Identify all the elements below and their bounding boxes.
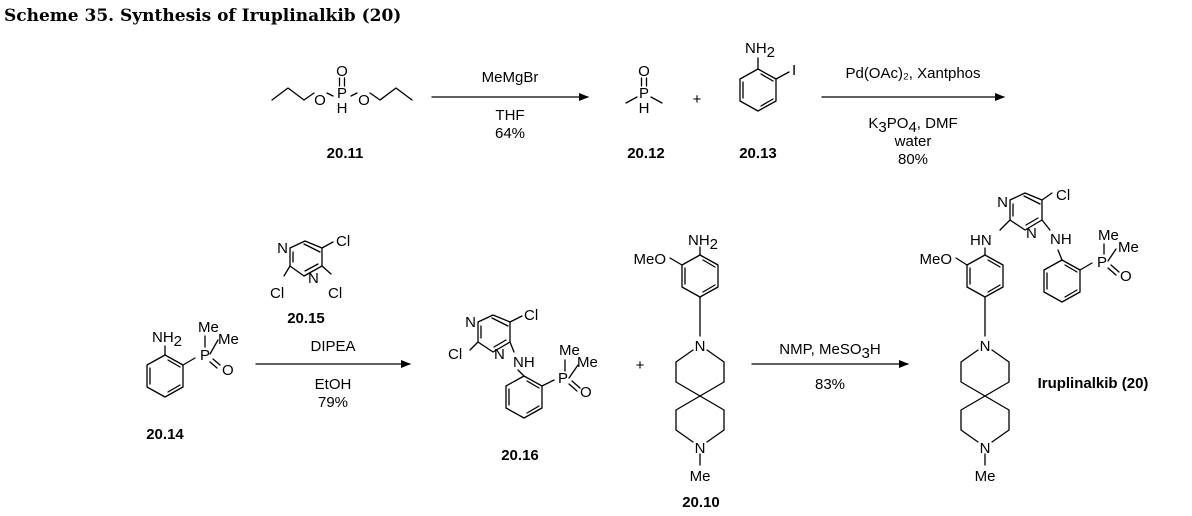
plus-sign: + <box>636 357 645 374</box>
step2-reagent: Pd(OAc)₂, Xantphos <box>845 65 980 82</box>
step3-solvent: EtOH <box>315 376 352 393</box>
compound-label-20-13: 20.13 <box>739 145 777 162</box>
step2-base: K3PO4, DMF <box>868 115 957 136</box>
structure-20-13: NH2 I <box>739 40 796 112</box>
atom-nh2: NH2 <box>152 329 182 350</box>
step2-yield: 80% <box>898 151 928 168</box>
atom-o: O <box>1120 268 1132 285</box>
atom-o: O <box>336 63 348 80</box>
atom-n: N <box>277 240 288 257</box>
atom-me: Me <box>690 468 711 485</box>
atom-cl: Cl <box>336 233 350 250</box>
atom-n: N <box>308 270 319 287</box>
atom-n: N <box>494 346 505 363</box>
compound-label-20-12: 20.12 <box>627 145 665 162</box>
step1-reagent: MeMgBr <box>482 69 539 86</box>
atom-o: O <box>222 362 234 379</box>
atom-o: O <box>638 63 650 80</box>
atom-nh: NH <box>1050 231 1072 248</box>
atom-me: Me <box>559 342 580 359</box>
atom-me: Me <box>975 468 996 485</box>
atom-me: Me <box>577 354 598 371</box>
atom-h: H <box>639 100 650 117</box>
step3-yield: 79% <box>318 394 348 411</box>
atom-cl: Cl <box>524 307 538 324</box>
atom-meo: MeO <box>919 251 952 268</box>
structure-iruplinalkib: N N Cl HN NH MeO N N Me P Me Me O <box>919 187 1138 485</box>
compound-label-20-14: 20.14 <box>146 426 184 443</box>
atom-i: I <box>792 62 796 79</box>
step4-reagent: NMP, MeSO3H <box>779 341 880 362</box>
atom-cl: Cl <box>328 285 342 302</box>
atom-cl: Cl <box>448 346 462 363</box>
structure-20-10: NH2 MeO N N Me <box>633 232 725 485</box>
atom-p: P <box>558 370 568 387</box>
atom-n: N <box>980 338 991 355</box>
atom-nh2: NH2 <box>688 232 718 253</box>
compound-label-20-10: 20.10 <box>682 494 720 511</box>
atom-o: O <box>580 384 592 401</box>
atom-meo: MeO <box>633 251 666 268</box>
compound-label-20-16: 20.16 <box>501 447 539 464</box>
atom-me: Me <box>1118 239 1139 256</box>
structure-20-15: N N Cl Cl Cl <box>270 233 350 302</box>
atom-p: P <box>639 85 649 102</box>
compound-label-20-11: 20.11 <box>327 145 364 162</box>
atom-cl: Cl <box>270 285 284 302</box>
atom-me: Me <box>198 319 219 336</box>
atom-o: O <box>314 92 326 109</box>
step1-yield: 64% <box>495 125 525 142</box>
compound-label-iruplinalkib: Iruplinalkib (20) <box>1038 375 1149 392</box>
step1-solvent: THF <box>495 107 524 124</box>
atom-p: P <box>200 347 210 364</box>
atom-nh2: NH2 <box>745 40 775 61</box>
atom-h: H <box>337 100 348 117</box>
atom-n: N <box>997 194 1008 211</box>
compound-label-20-15: 20.15 <box>287 310 325 327</box>
plus-sign: + <box>693 91 702 108</box>
structure-20-14: NH2 P Me Me O <box>146 319 239 398</box>
atom-cl: Cl <box>1056 187 1070 204</box>
atom-nh: NH <box>513 354 535 371</box>
structure-20-12: O P H <box>625 63 663 117</box>
atom-me: Me <box>218 331 239 348</box>
atom-p: P <box>1097 254 1107 271</box>
structure-20-11: O O P H O <box>271 63 413 117</box>
atom-me: Me <box>1098 227 1119 244</box>
atom-hn: HN <box>970 232 992 249</box>
scheme-title: Scheme 35. Synthesis of Iruplinalkib (20… <box>4 6 402 26</box>
atom-n: N <box>695 440 706 457</box>
atom-p: P <box>337 85 347 102</box>
atom-o: O <box>358 92 370 109</box>
step2-cosolvent: water <box>894 133 932 150</box>
atom-n: N <box>695 338 706 355</box>
atom-n: N <box>1026 225 1037 242</box>
structure-20-16: N N Cl Cl NH P Me Me O <box>448 307 598 419</box>
step4-yield: 83% <box>815 376 845 393</box>
atom-n: N <box>465 314 476 331</box>
atom-n: N <box>980 440 991 457</box>
step3-reagent: DIPEA <box>310 338 355 355</box>
